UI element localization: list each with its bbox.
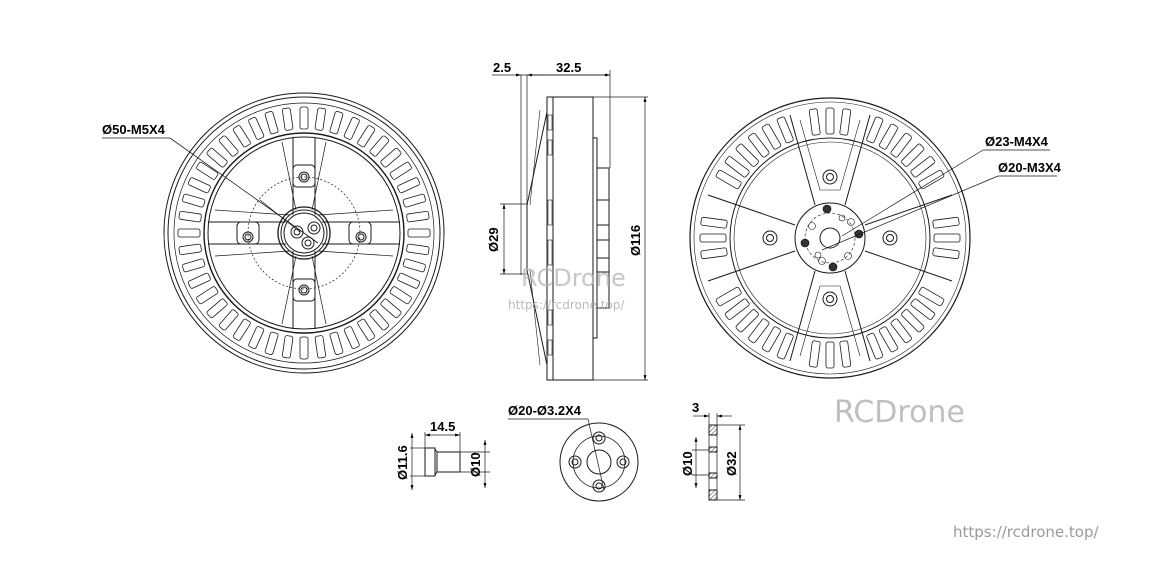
dim-collar-diameter: Ø11.6 <box>395 445 410 480</box>
dim-hub-diameter: Ø29 <box>486 227 501 252</box>
prop-adapter-callout: Ø20-Ø3.2X4 <box>508 403 582 418</box>
dim-shaft-length: 14.5 <box>430 419 455 434</box>
dim-body-length: 32.5 <box>556 60 581 75</box>
front-view-callout: Ø50-M5X4 <box>102 122 166 137</box>
watermark-url: https://rcdrone.top/ <box>953 523 1099 541</box>
front-view <box>102 92 445 374</box>
rear-callout-m4: Ø23-M4X4 <box>985 134 1049 149</box>
center-watermark-brand: RCDrone <box>521 264 626 292</box>
dim-flange-thickness: 2.5 <box>493 60 511 75</box>
rear-view <box>689 97 1057 379</box>
dim-adapter-thickness: 3 <box>692 400 699 415</box>
dim-shaft-diameter: Ø10 <box>468 452 483 477</box>
shaft-adapter <box>410 432 490 490</box>
prop-adapter-section <box>692 413 745 501</box>
dim-adapter-bore: Ø10 <box>680 451 695 476</box>
prop-adapter-front <box>508 418 639 502</box>
dim-outer-diameter: Ø116 <box>628 225 643 256</box>
rear-callout-m3: Ø20-M3X4 <box>998 160 1062 175</box>
side-view <box>492 70 648 381</box>
dim-adapter-outer: Ø32 <box>724 451 739 476</box>
center-watermark-url: https://rcdrone.top/ <box>508 298 625 312</box>
watermark-brand: RCDrone <box>834 395 965 430</box>
